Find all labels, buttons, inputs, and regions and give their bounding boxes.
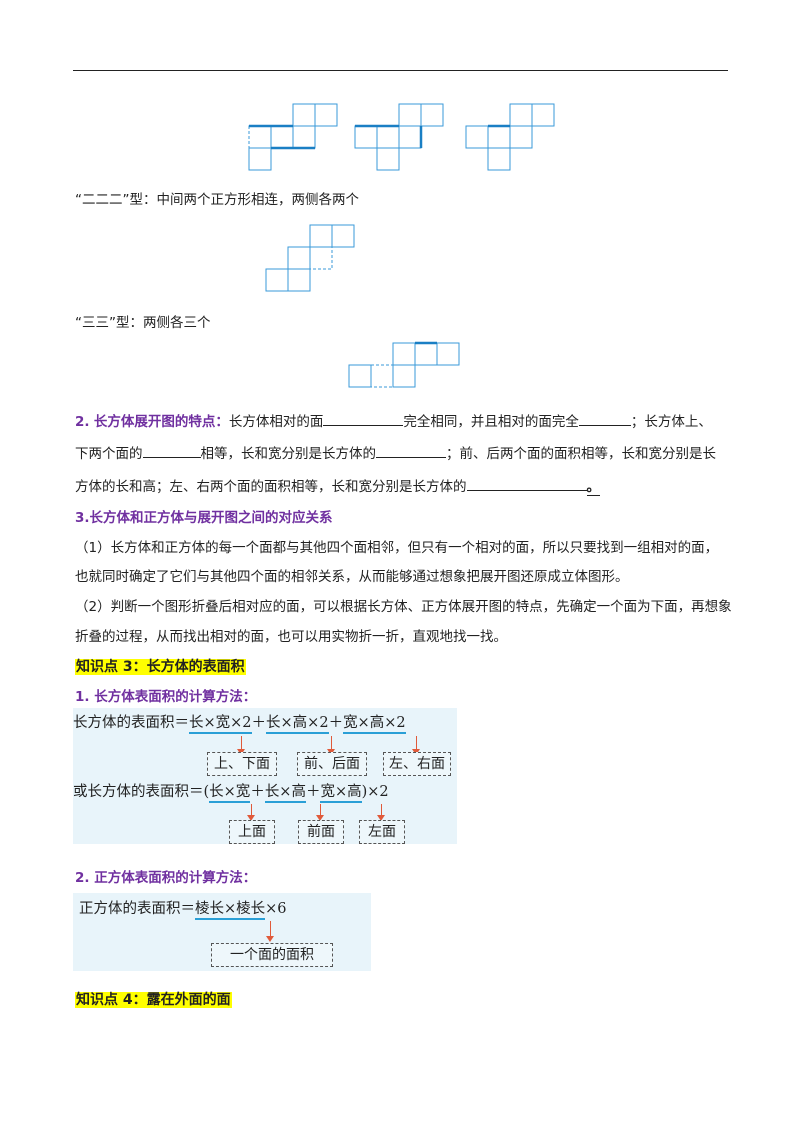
knowledge-point-4-heading: 知识点 4：露在外面的面 bbox=[75, 992, 232, 1008]
answer-blank-3[interactable] bbox=[142, 443, 201, 458]
cube-net-3 bbox=[465, 103, 555, 171]
point3-p2a: （2）判断一个图形折叠后相对应的面，可以根据长方体、正方体展开图的特点，先确定一… bbox=[75, 599, 732, 615]
point3-p1a: （1）长方体和正方体的每一个面都与其他四个面相邻，但只有一个相对的面，所以只要找… bbox=[75, 540, 719, 556]
point2-num: 2. bbox=[75, 414, 90, 430]
point3-p2b: 折叠的过程，从而找出相对的面，也可以用实物折一折，直观地找一找。 bbox=[75, 629, 507, 645]
label-left-right: 左、右面 bbox=[383, 752, 451, 776]
formula2-line: 正方体的表面积＝棱长×棱长×6 bbox=[79, 897, 287, 920]
cube-net-erererer bbox=[265, 224, 355, 292]
formula1-line2: 或长方体的表面积＝(长×宽＋长×高＋宽×高)×2 bbox=[73, 780, 389, 803]
cube-formula-box: 正方体的表面积＝棱长×棱长×6 一个面的面积 bbox=[73, 893, 371, 971]
label-front: 前面 bbox=[298, 820, 344, 844]
answer-blank-4[interactable] bbox=[376, 443, 446, 458]
cube-nets-row bbox=[248, 103, 555, 171]
point2-line3: 方体的长和高；左、右两个面的面积相等，长和宽分别是长方体的。 bbox=[75, 476, 600, 497]
type-sansan-caption: “三三”型：两侧各三个 bbox=[75, 315, 211, 331]
term-lw: 长×宽×2 bbox=[189, 711, 252, 734]
label-left: 左面 bbox=[359, 820, 405, 844]
cuboid-formula-box: 长方体的表面积＝长×宽×2＋长×高×2＋宽×高×2 上、下面 前、后面 左、右面… bbox=[73, 708, 457, 844]
type-erererer-caption: “二二二”型：中间两个正方形相连，两侧各两个 bbox=[75, 192, 359, 208]
term-wh: 宽×高×2 bbox=[343, 711, 406, 734]
term-edge-edge: 棱长×棱长 bbox=[195, 897, 266, 920]
kp3-item2: 2. 正方体表面积的计算方法： bbox=[75, 870, 257, 886]
label-top-bottom: 上、下面 bbox=[207, 752, 277, 776]
cube-net-2 bbox=[354, 103, 444, 171]
label-one-face-area: 一个面的面积 bbox=[211, 943, 333, 967]
point3-title: 3.长方体和正方体与展开图之间的对应关系 bbox=[75, 510, 333, 526]
term-lh: 长×高×2 bbox=[266, 711, 329, 734]
label-front-back: 前、后面 bbox=[297, 752, 367, 776]
answer-blank-2[interactable] bbox=[578, 411, 631, 426]
point3-p1b: 也就同时确定了它们与其他四个面的相邻关系，从而能够通过想象把展开图还原成立体图形… bbox=[75, 569, 629, 585]
point2-title: 长方体展开图的特点 bbox=[93, 414, 216, 430]
kp3-item1: 1. 长方体表面积的计算方法： bbox=[75, 689, 257, 705]
label-top: 上面 bbox=[229, 820, 275, 844]
knowledge-point-3-heading: 知识点 3：长方体的表面积 bbox=[75, 659, 246, 675]
answer-blank-1[interactable] bbox=[323, 411, 404, 426]
header-rule bbox=[73, 70, 728, 71]
formula1-line1: 长方体的表面积＝长×宽×2＋长×高×2＋宽×高×2 bbox=[73, 711, 406, 734]
answer-blank-5[interactable] bbox=[466, 476, 587, 491]
point2-line2: 下两个面的相等，长和宽分别是长方体的；前、后两个面的面积相等，长和宽分别是长 bbox=[75, 443, 716, 464]
point2-line1: 2. 长方体展开图的特点：长方体相对的面完全相同，并且相对的面完全；长方体上、 bbox=[75, 411, 712, 432]
cube-net-1 bbox=[248, 103, 338, 171]
cube-net-sansan bbox=[348, 341, 460, 388]
